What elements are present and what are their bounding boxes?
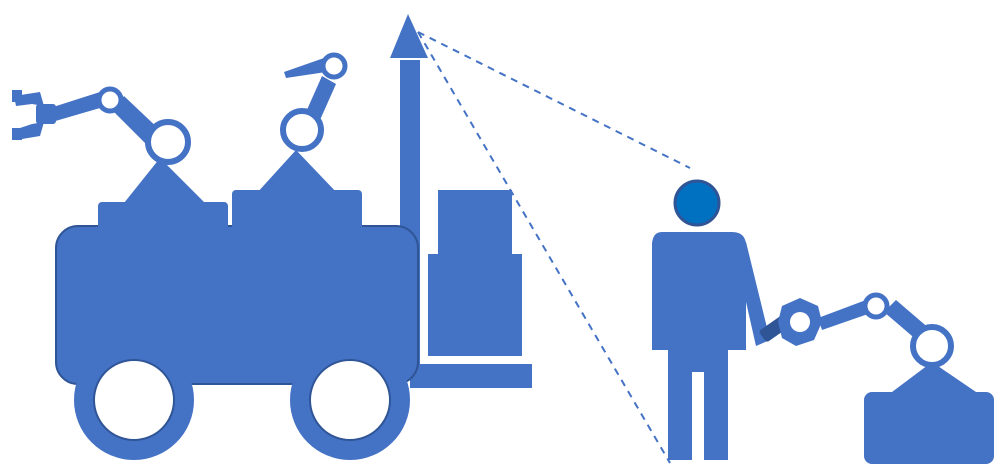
robot-arm-human-held-icon xyxy=(778,295,951,365)
gripper-icon xyxy=(12,90,56,140)
wheel-right-hub xyxy=(310,360,390,440)
human-operator-icon xyxy=(652,181,789,460)
box-bottom xyxy=(428,254,522,356)
arm-joint-lower xyxy=(913,327,951,365)
arm-base-block xyxy=(864,392,994,464)
arm-base xyxy=(120,158,210,208)
arm-joint-upper xyxy=(865,295,887,317)
robot-arm-left-icon xyxy=(12,89,210,208)
gripper-icon xyxy=(778,298,822,346)
arm-joint-lower xyxy=(283,111,321,149)
box-top xyxy=(438,190,512,256)
arm-joint-upper xyxy=(323,55,345,77)
mast-arrow-icon xyxy=(390,14,428,58)
fork-plate xyxy=(410,364,532,388)
human-head xyxy=(675,181,719,225)
mobile-robot-vehicle-icon xyxy=(56,14,532,460)
arm-joint-lower xyxy=(148,122,188,162)
wheel-left-hub xyxy=(94,360,174,440)
arm-joint-upper xyxy=(99,89,121,111)
platform-right xyxy=(232,190,362,234)
human-arm-left xyxy=(652,238,668,350)
robot-arm-middle-icon xyxy=(256,55,345,194)
arm-ground-base-icon xyxy=(864,362,994,464)
arm-link-to-gripper xyxy=(818,300,868,330)
arm-link-upper xyxy=(284,58,326,78)
arm-base-cone xyxy=(892,362,976,392)
arm-base xyxy=(256,150,338,194)
cargo-boxes-icon xyxy=(428,190,522,356)
arm-link-upper xyxy=(50,92,100,122)
